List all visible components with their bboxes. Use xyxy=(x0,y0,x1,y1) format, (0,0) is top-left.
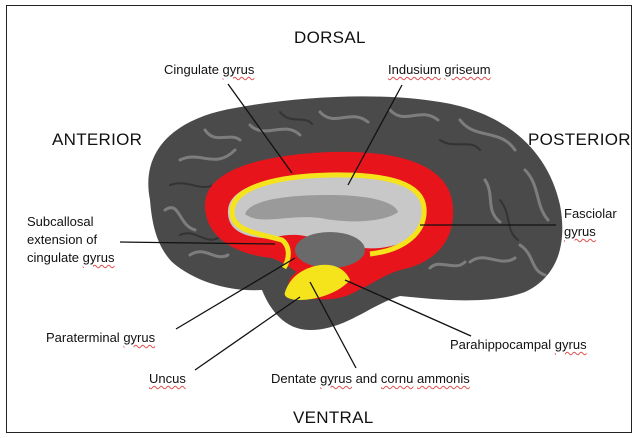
label-parahippocampal-gyrus: Parahippocampal gyrus xyxy=(450,337,587,353)
label-indusium-griseum: Indusium griseum xyxy=(388,62,491,78)
label-cingulate-gyrus: Cingulate gyrus xyxy=(164,62,254,78)
direction-dorsal: DORSAL xyxy=(294,30,366,46)
label-subcallosal-extension: Subcallosal extension of cingulate gyrus xyxy=(27,213,114,267)
label-uncus: Uncus xyxy=(149,371,186,387)
label-paraterminal-gyrus: Paraterminal gyrus xyxy=(46,330,155,346)
direction-ventral: VENTRAL xyxy=(293,410,374,426)
direction-posterior: POSTERIOR xyxy=(528,132,631,148)
direction-anterior: ANTERIOR xyxy=(52,132,142,148)
label-fasciolar-gyrus: Fasciolar gyrus xyxy=(564,205,617,241)
label-dentate-gyrus-cornu-ammonis: Dentate gyrus and cornu ammonis xyxy=(271,371,470,387)
